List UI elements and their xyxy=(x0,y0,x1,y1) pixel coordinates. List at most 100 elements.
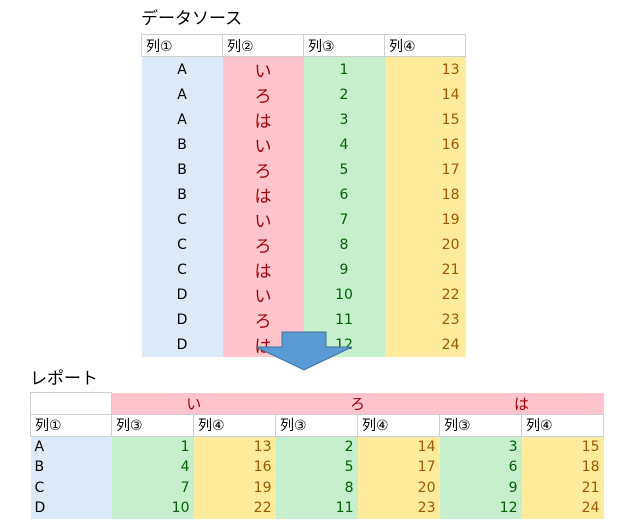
source-cell: ろ xyxy=(222,82,304,107)
source-cell: 1 xyxy=(303,56,385,82)
source-cell: 16 xyxy=(384,132,466,157)
report-title: レポート xyxy=(30,369,98,389)
report-cell: 13 xyxy=(193,436,276,457)
source-cell: C xyxy=(141,257,223,282)
report-sub-header: 列③ xyxy=(111,413,194,437)
source-cell: 24 xyxy=(384,332,466,357)
source-cell: 21 xyxy=(384,257,466,282)
report-cell: 22 xyxy=(193,498,276,519)
source-cell: 19 xyxy=(384,207,466,232)
source-cell: A xyxy=(141,82,223,107)
report-header-row: 列① 列③ 列④ 列③ 列④ 列③ 列④ xyxy=(30,413,604,437)
source-header-cell: 列② xyxy=(222,34,304,57)
report-cell: 12 xyxy=(439,498,522,519)
report-cell: 7 xyxy=(111,477,194,498)
report-group-header: ろ xyxy=(275,392,440,414)
report-cell: 15 xyxy=(521,436,604,457)
report-cell: 18 xyxy=(521,457,604,478)
report-cell: 10 xyxy=(111,498,194,519)
source-cell: 13 xyxy=(384,56,466,82)
source-cell: は xyxy=(222,182,304,207)
source-cell: ろ xyxy=(222,232,304,257)
down-arrow-icon xyxy=(255,331,353,371)
report-cell: 16 xyxy=(193,457,276,478)
source-cell: い xyxy=(222,132,304,157)
source-cell: い xyxy=(222,207,304,232)
source-cell: C xyxy=(141,207,223,232)
source-cell: ろ xyxy=(222,307,304,332)
source-cell: C xyxy=(141,232,223,257)
report-group-header: は xyxy=(439,392,604,414)
source-header-row: 列① 列② 列③ 列④ xyxy=(141,34,466,57)
report-cell: 2 xyxy=(275,436,358,457)
source-cell: は xyxy=(222,257,304,282)
report-cell: 3 xyxy=(439,436,522,457)
source-cell: い xyxy=(222,282,304,307)
report-cell: 14 xyxy=(357,436,440,457)
report-cell: 9 xyxy=(439,477,522,498)
report-cell: 1 xyxy=(111,436,194,457)
source-cell: D xyxy=(141,282,223,307)
report-cell: D xyxy=(30,498,112,519)
source-header-cell: 列① xyxy=(141,34,223,57)
report-cell: B xyxy=(30,457,112,478)
source-cell: 18 xyxy=(384,182,466,207)
report-group-header: い xyxy=(111,392,276,414)
report-cell: A xyxy=(30,436,112,457)
source-cell: 6 xyxy=(303,182,385,207)
report-cell: C xyxy=(30,477,112,498)
source-cell: B xyxy=(141,157,223,182)
report-cell: 19 xyxy=(193,477,276,498)
report-sub-header: 列③ xyxy=(275,413,358,437)
source-header-cell: 列④ xyxy=(384,34,466,57)
source-cell: 10 xyxy=(303,282,385,307)
source-cell: D xyxy=(141,307,223,332)
source-cell: 3 xyxy=(303,107,385,132)
source-cell: い xyxy=(222,56,304,82)
source-cell: 9 xyxy=(303,257,385,282)
report-cell: 6 xyxy=(439,457,522,478)
report-cell: 17 xyxy=(357,457,440,478)
source-cell: 22 xyxy=(384,282,466,307)
source-header-cell: 列③ xyxy=(303,34,385,57)
report-cell: 5 xyxy=(275,457,358,478)
source-cell: 5 xyxy=(303,157,385,182)
source-cell: 15 xyxy=(384,107,466,132)
source-cell: 7 xyxy=(303,207,385,232)
source-cell: 23 xyxy=(384,307,466,332)
source-cell: 8 xyxy=(303,232,385,257)
source-cell: 20 xyxy=(384,232,466,257)
source-cell: D xyxy=(141,332,223,357)
source-cell: B xyxy=(141,132,223,157)
source-cell: A xyxy=(141,56,223,82)
report-sub-header: 列③ xyxy=(439,413,522,437)
source-title: データソース xyxy=(141,9,243,29)
report-group-row: い ろ は xyxy=(30,392,604,415)
source-cell: A xyxy=(141,107,223,132)
report-sub-header: 列④ xyxy=(357,413,440,437)
report-cell: 4 xyxy=(111,457,194,478)
report-corner-cell xyxy=(30,392,112,415)
report-row-header: 列① xyxy=(30,413,112,437)
report-cell: 11 xyxy=(275,498,358,519)
report-cell: 8 xyxy=(275,477,358,498)
source-cell: 2 xyxy=(303,82,385,107)
report-cell: 20 xyxy=(357,477,440,498)
source-cell: 11 xyxy=(303,307,385,332)
